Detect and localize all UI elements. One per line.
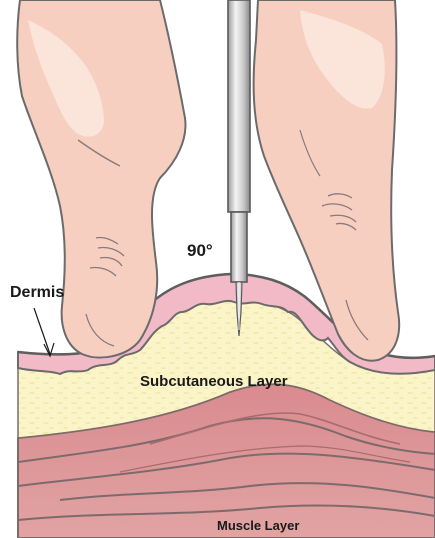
muscle-label: Muscle Layer — [217, 518, 299, 533]
dermis-pointer — [34, 308, 54, 356]
angle-label: 90° — [187, 241, 213, 260]
dermis-label: Dermis — [10, 284, 64, 301]
subcutaneous-label: Subcutaneous Layer — [140, 373, 288, 390]
